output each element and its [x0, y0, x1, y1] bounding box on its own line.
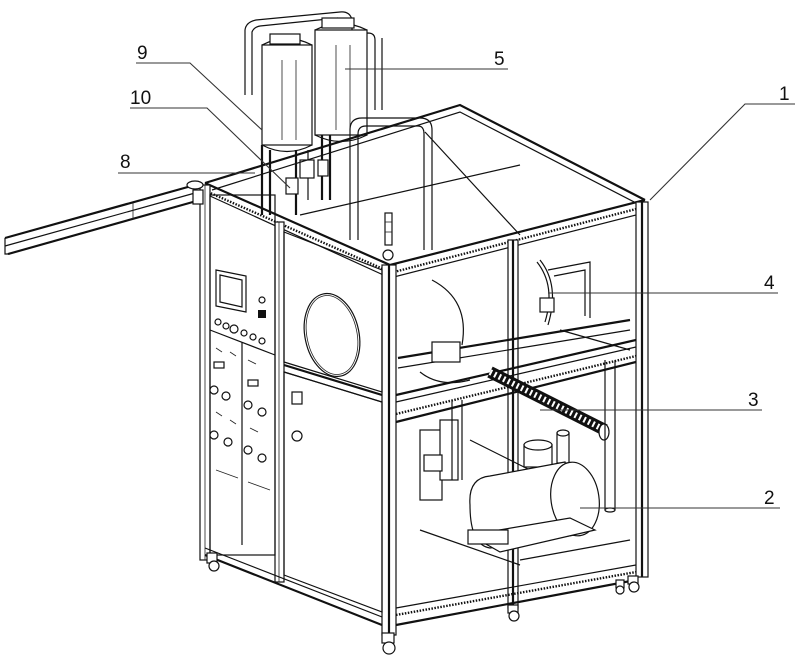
- caster: [206, 552, 220, 572]
- control-panel: [209, 194, 276, 556]
- callout-labels: 1 2 3 4 5 8 9 10: [120, 43, 790, 509]
- caster: [507, 604, 520, 622]
- callout-10: 10: [130, 88, 151, 109]
- main-frame: [199, 103, 649, 636]
- leader-lines: [118, 62, 795, 509]
- corrugated-hose: [487, 366, 608, 436]
- hmi-screen: [215, 269, 247, 313]
- signal-tower: [382, 212, 394, 261]
- callout-2: 2: [764, 488, 775, 509]
- callout-3: 3: [748, 390, 759, 411]
- leader-1: [649, 103, 795, 201]
- leader-9: [136, 62, 263, 131]
- chamber-door: [539, 259, 554, 326]
- side-panel: [283, 231, 383, 613]
- tank-right: [314, 29, 368, 136]
- callout-5: 5: [494, 49, 505, 70]
- callout-9: 9: [137, 43, 148, 64]
- tank-assembly: [244, 11, 433, 250]
- casters: [206, 552, 640, 655]
- tank-left: [261, 44, 313, 146]
- vacuum-pump: [467, 429, 600, 553]
- callout-8: 8: [120, 152, 131, 173]
- viewing-port: [303, 292, 361, 378]
- leader-10: [130, 107, 291, 189]
- extension-arm: [4, 180, 204, 256]
- caster: [381, 632, 396, 655]
- callout-1: 1: [779, 84, 790, 105]
- panel-controls: [209, 318, 276, 545]
- callout-4: 4: [764, 273, 775, 294]
- caster: [627, 575, 640, 593]
- internals: [397, 259, 631, 553]
- caster: [615, 579, 625, 595]
